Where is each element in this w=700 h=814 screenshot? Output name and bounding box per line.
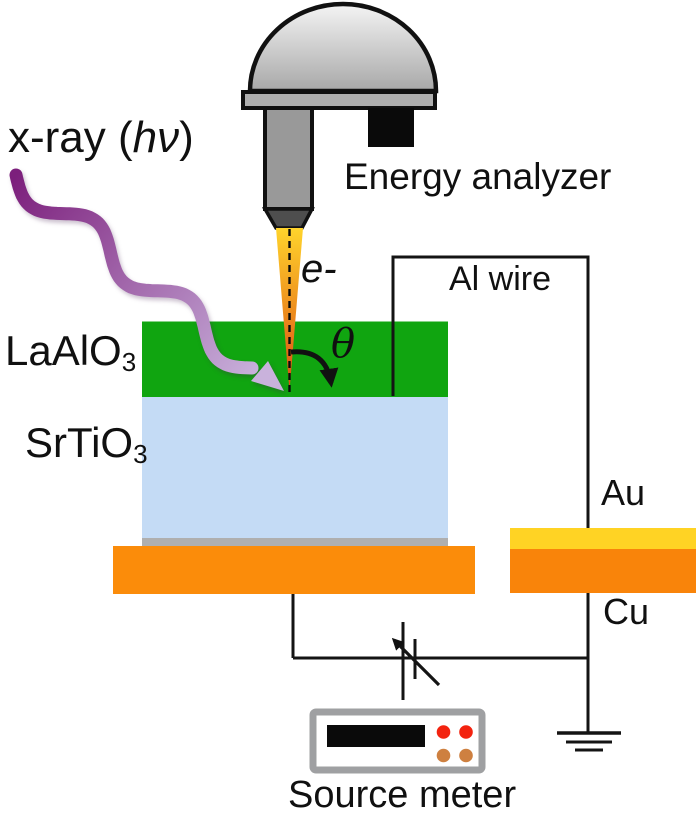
cu-label: Cu (603, 591, 650, 632)
variable-source-arrow (391, 637, 441, 687)
back-contact-strip (142, 538, 448, 546)
srtio3-layer (142, 397, 448, 538)
source-meter-terminal (436, 748, 451, 763)
xray-label-prefix: x-ray ( (8, 113, 133, 162)
electron-label: e- (301, 247, 337, 291)
xray-wave-path (9, 168, 259, 375)
analyzer-nozzle (261, 207, 315, 230)
xray-label: x-ray (hν) (8, 116, 194, 160)
au-label: Au (601, 472, 646, 513)
laalo3-layer (142, 321, 448, 397)
laalo3-label-sub: 3 (121, 347, 137, 378)
srtio3-label-base: SrTiO (25, 419, 134, 466)
ground-symbol (557, 731, 621, 752)
al-wire-loop (391, 255, 590, 528)
al-wire-label: Al wire (449, 260, 552, 298)
source-meter-terminal (459, 748, 473, 763)
au-electrode (510, 528, 696, 549)
xray-label-suffix: ) (179, 113, 194, 162)
source-meter-terminal (459, 725, 473, 739)
xray-label-hnu: hν (132, 113, 180, 162)
xray-arrowhead (251, 361, 284, 391)
laalo3-label-base: LaAlO (5, 327, 122, 374)
analyzer-flange (241, 90, 437, 110)
source-meter-label: Source meter (288, 774, 517, 814)
energy-analyzer-label: Energy analyzer (344, 156, 612, 197)
source-meter (309, 708, 486, 774)
sample-holder (113, 546, 475, 594)
electron-beam-cone (276, 228, 303, 391)
srtio3-label: SrTiO3 (25, 419, 148, 470)
source-meter-display (327, 725, 425, 747)
theta-label: θ (331, 321, 356, 367)
theta-arc-arrow (290, 349, 339, 388)
xray-wave-arrow (9, 168, 284, 391)
cu-electrode (510, 549, 696, 593)
energy-analyzer-dome (247, 1, 439, 94)
analyzer-column (263, 106, 314, 211)
laalo3-label: LaAlO3 (5, 327, 137, 378)
source-meter-terminal (436, 725, 451, 739)
srtio3-label-sub: 3 (133, 439, 148, 470)
analyzer-port-box (368, 108, 414, 147)
